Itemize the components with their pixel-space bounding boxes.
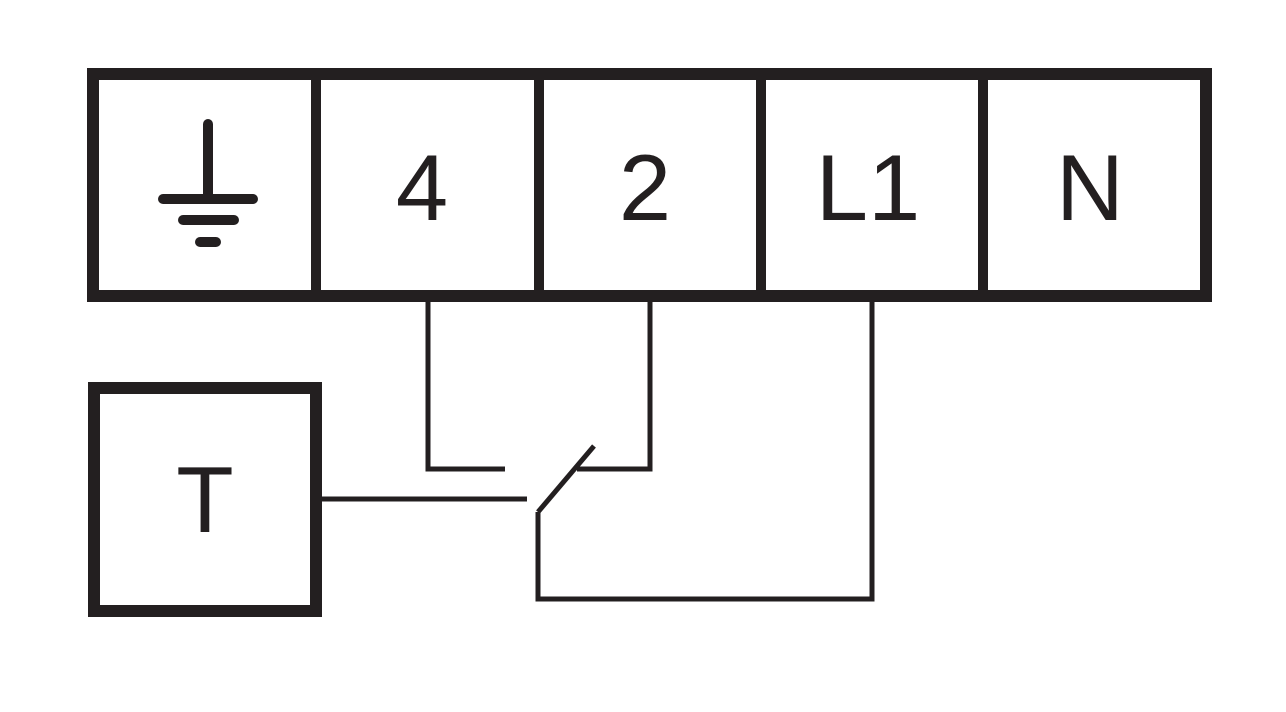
earth-ground-icon bbox=[158, 119, 258, 247]
terminal-block-frame bbox=[87, 68, 1212, 302]
terminal-label-4: 4 bbox=[396, 135, 448, 240]
terminal-label-n: N bbox=[1056, 135, 1124, 240]
thermostat-label: T bbox=[176, 447, 233, 552]
switch-contact-icon bbox=[536, 444, 596, 514]
wiring bbox=[316, 300, 875, 602]
terminal-label-l1: L1 bbox=[816, 135, 921, 240]
wire-terminal-4 bbox=[425, 300, 505, 472]
thermostat: T bbox=[88, 382, 322, 617]
wire-terminal-2 bbox=[577, 300, 653, 472]
terminal-block: 4 2 L1 N bbox=[87, 68, 1212, 302]
wire-terminal-l1 bbox=[535, 300, 875, 602]
terminal-label-2: 2 bbox=[619, 135, 671, 240]
